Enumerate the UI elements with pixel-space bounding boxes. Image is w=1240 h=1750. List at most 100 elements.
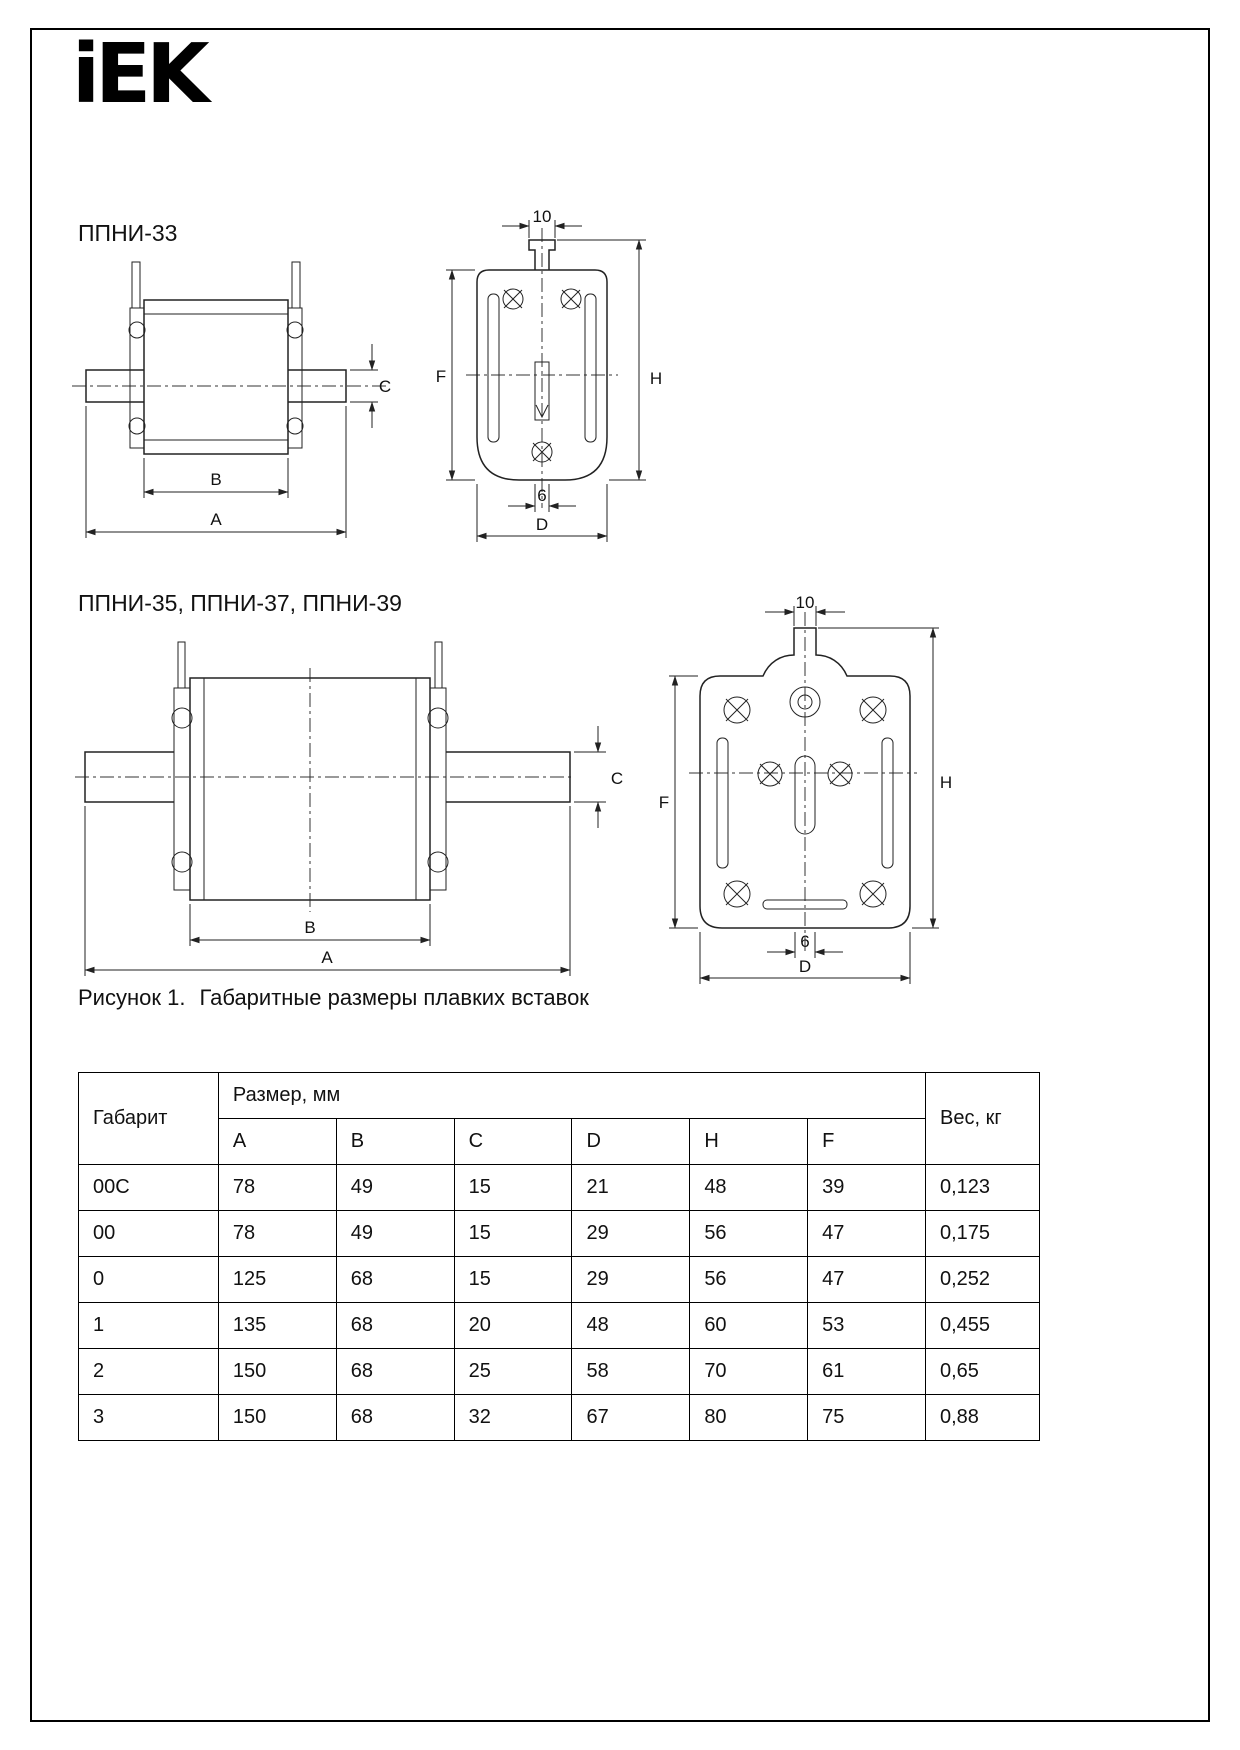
dim-label-6: 6 <box>800 932 809 951</box>
dim-label-f: F <box>436 367 446 386</box>
fuse-body <box>171 641 449 901</box>
iek-logo: iEK <box>72 27 210 122</box>
dim-label-b: B <box>210 470 221 489</box>
cell-c: 15 <box>453 1164 573 1211</box>
figure-caption-number: Рисунок 1. <box>78 985 186 1010</box>
dimension-b: B <box>189 904 431 946</box>
header-col-d: D <box>571 1118 691 1165</box>
cell-c: 15 <box>453 1256 573 1303</box>
cell-c: 20 <box>453 1302 573 1349</box>
blade-contact <box>84 751 571 803</box>
cell-f: 61 <box>807 1348 926 1395</box>
dim-label-c: C <box>379 377 391 396</box>
table-row: 3 150 68 32 67 80 75 0,88 <box>78 1394 1040 1441</box>
dimension-10: 10 <box>502 207 582 238</box>
cell-gabarit: 2 <box>78 1348 219 1395</box>
table-row: 00 78 49 15 29 56 47 0,175 <box>78 1210 1040 1257</box>
cell-c: 32 <box>453 1394 573 1441</box>
header-weight: Вес, кг <box>925 1072 1040 1165</box>
figure-caption-text: Габаритные размеры плавких вставок <box>199 985 589 1010</box>
header-col-c: C <box>453 1118 573 1165</box>
dimension-h: H <box>818 627 952 929</box>
table-row: 0 125 68 15 29 56 47 0,252 <box>78 1256 1040 1303</box>
cell-b: 49 <box>335 1164 455 1211</box>
cell-b: 49 <box>335 1210 455 1257</box>
cell-gabarit: 0 <box>78 1256 219 1303</box>
dim-label-10: 10 <box>796 593 815 612</box>
page-border-frame <box>30 28 1210 1722</box>
header-col-f: F <box>807 1118 926 1165</box>
cell-a: 135 <box>217 1302 337 1349</box>
fuse-body-front <box>476 269 608 481</box>
figure-caption: Рисунок 1. Габаритные размеры плавких вст… <box>78 985 589 1011</box>
header-col-b: B <box>335 1118 455 1165</box>
header-col-a: A <box>217 1118 337 1165</box>
top-tab <box>528 239 556 270</box>
cell-h: 60 <box>689 1302 809 1349</box>
ppni-33-front-view-drawing: 10 F H 6 D <box>436 207 662 542</box>
cell-a: 78 <box>217 1164 337 1211</box>
cell-h: 70 <box>689 1348 809 1395</box>
cell-f: 47 <box>807 1256 926 1303</box>
dimension-a: A <box>85 406 347 538</box>
table-row: 00C 78 49 15 21 48 39 0,123 <box>78 1164 1040 1211</box>
cell-c: 15 <box>453 1210 573 1257</box>
table-header-row-1: Габарит Размер, мм Вес, кг <box>78 1072 1040 1165</box>
cell-gabarit: 00 <box>78 1210 219 1257</box>
centerlines <box>75 668 575 912</box>
header-size-mm: Размер, мм <box>217 1072 927 1119</box>
cell-c: 25 <box>453 1348 573 1395</box>
rivets <box>723 696 887 908</box>
cell-b: 68 <box>335 1348 455 1395</box>
cell-weight: 0,455 <box>925 1302 1040 1349</box>
dimension-f: F <box>659 675 698 929</box>
dim-label-b: B <box>304 918 315 937</box>
dimension-d: D <box>476 484 608 542</box>
cell-d: 58 <box>571 1348 691 1395</box>
cell-a: 150 <box>217 1348 337 1395</box>
cell-d: 67 <box>571 1394 691 1441</box>
cell-b: 68 <box>335 1302 455 1349</box>
cell-b: 68 <box>335 1256 455 1303</box>
ppni-33-side-view-drawing: C B A <box>72 261 391 538</box>
cell-b: 68 <box>335 1394 455 1441</box>
cell-a: 125 <box>217 1256 337 1303</box>
dim-label-6: 6 <box>537 486 546 505</box>
dimension-6: 6 <box>767 932 843 958</box>
section-label-ppni-35-37-39: ППНИ-35, ППНИ-37, ППНИ-39 <box>78 590 402 616</box>
centerlines <box>466 228 618 508</box>
cell-weight: 0,175 <box>925 1210 1040 1257</box>
dim-label-a: A <box>321 948 333 967</box>
dim-label-a: A <box>210 510 222 529</box>
header-col-h: H <box>689 1118 809 1165</box>
dimension-b: B <box>143 458 289 498</box>
cell-f: 75 <box>807 1394 926 1441</box>
cell-d: 21 <box>571 1164 691 1211</box>
cell-h: 80 <box>689 1394 809 1441</box>
cell-gabarit: 3 <box>78 1394 219 1441</box>
table-row: 1 135 68 20 48 60 53 0,455 <box>78 1302 1040 1349</box>
centerlines <box>689 612 917 952</box>
cell-h: 56 <box>689 1210 809 1257</box>
cell-weight: 0,123 <box>925 1164 1040 1211</box>
dimension-a: A <box>84 806 571 976</box>
fuse-body-front <box>699 627 911 929</box>
cell-a: 150 <box>217 1394 337 1441</box>
cell-weight: 0,88 <box>925 1394 1040 1441</box>
section-label-ppni-33: ППНИ-33 <box>78 220 178 246</box>
dim-label-h: H <box>650 369 662 388</box>
blade-contact <box>85 369 347 403</box>
dimensions-table: Габарит Размер, мм Вес, кг A B C D H F 0… <box>78 1072 1040 1441</box>
dimension-6: 6 <box>508 484 576 512</box>
ppni-35-front-view-drawing: 10 F H 6 D <box>659 593 952 984</box>
rivets <box>502 288 582 463</box>
cell-weight: 0,65 <box>925 1348 1040 1395</box>
header-gabarit: Габарит <box>78 1072 219 1165</box>
dimension-d: D <box>699 932 911 984</box>
cell-h: 56 <box>689 1256 809 1303</box>
dim-label-10: 10 <box>533 207 552 226</box>
cell-d: 48 <box>571 1302 691 1349</box>
dimension-c: C <box>574 726 623 828</box>
dimension-c: C <box>350 344 391 428</box>
fuse-body <box>128 261 304 455</box>
